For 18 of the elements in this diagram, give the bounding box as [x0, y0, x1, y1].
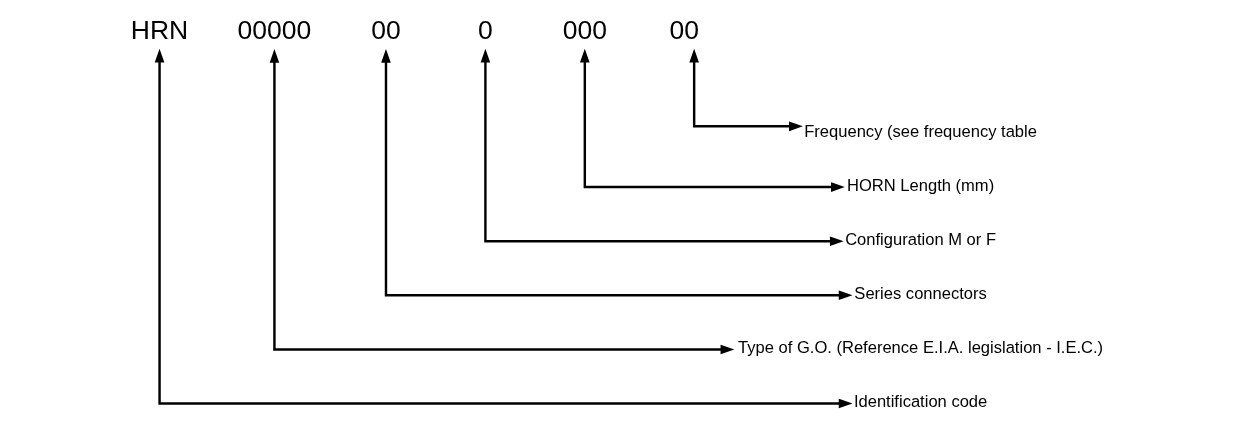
node-text: 00000 — [237, 15, 311, 46]
node-text: Frequency (see frequency table — [803, 121, 1037, 141]
arrow — [688, 48, 803, 132]
node-text: HRN — [130, 15, 188, 46]
arrow — [480, 48, 844, 246]
node-text: 0 — [477, 15, 493, 46]
arrow — [269, 49, 734, 355]
node-text: Series connectors — [853, 284, 987, 304]
arrow — [380, 48, 852, 301]
arrow — [154, 48, 852, 409]
node-text: Identification code — [853, 392, 987, 412]
node-text: HORN Length (mm) — [846, 175, 994, 195]
node-text: 00 — [370, 15, 401, 46]
node-text: 000 — [562, 15, 607, 46]
node-text: Type of G.O. (Reference E.I.A. legislation - I.E.C.) — [737, 338, 1103, 358]
node-text: Configuration M or F — [844, 230, 996, 250]
node-text: 00 — [668, 15, 699, 46]
arrow — [579, 48, 845, 192]
